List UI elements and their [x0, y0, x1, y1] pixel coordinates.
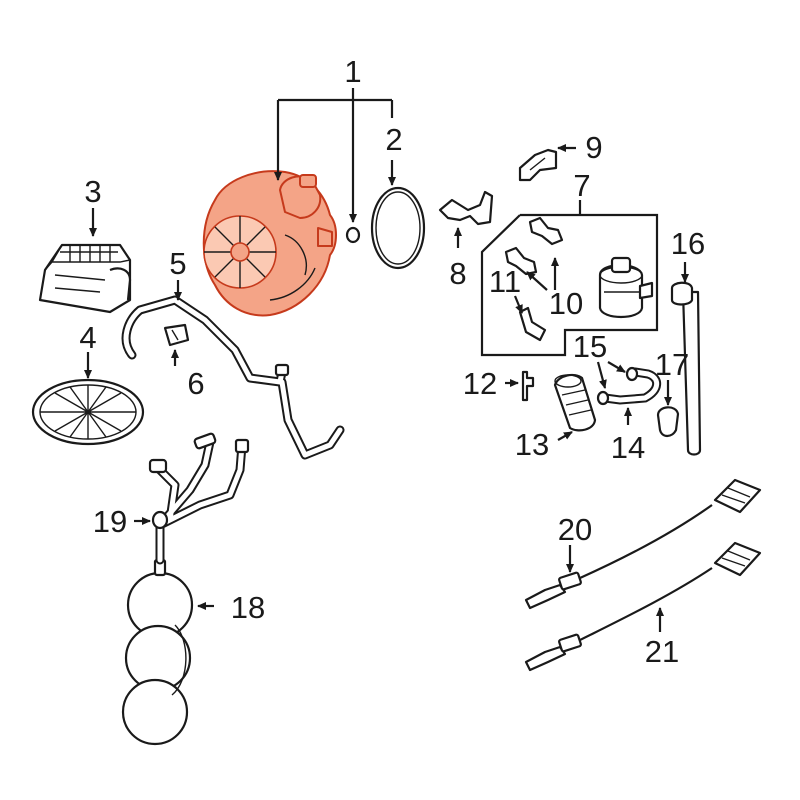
callout-1: 1: [344, 54, 361, 89]
callout-3: 3: [84, 174, 101, 209]
callout-13: 13: [515, 427, 549, 462]
leader-1: [274, 88, 394, 223]
callout-19: 19: [93, 504, 127, 539]
callout-8: 8: [449, 256, 466, 291]
bracket-8[interactable]: [438, 190, 494, 226]
vent-tube[interactable]: [670, 281, 702, 456]
o-ring[interactable]: [370, 186, 426, 270]
callout-6: 6: [187, 366, 204, 401]
vacuum-line[interactable]: [121, 295, 345, 460]
leader-13: [557, 431, 573, 441]
filter-13[interactable]: [553, 373, 597, 432]
solenoid-valve[interactable]: [598, 256, 654, 319]
callout-2: 2: [385, 122, 402, 157]
callout-12: 12: [463, 366, 497, 401]
callout-20: 20: [558, 512, 592, 547]
callout-9: 9: [585, 130, 602, 165]
leader-15a: [596, 361, 607, 389]
bracket-9[interactable]: [518, 148, 558, 182]
clip[interactable]: [163, 323, 190, 347]
callout-17: 17: [655, 347, 689, 382]
reservoir-hoses[interactable]: [148, 432, 250, 565]
vacuum-reservoir[interactable]: [121, 558, 194, 746]
callout-4: 4: [79, 320, 96, 355]
cover-box[interactable]: [38, 243, 132, 314]
valve-assembly-box[interactable]: [480, 213, 659, 357]
callout-5: 5: [169, 246, 186, 281]
oxygen-sensor-20[interactable]: [524, 478, 762, 610]
leader-11: [513, 295, 524, 314]
check-valve-10b[interactable]: [504, 246, 538, 276]
callout-16: 16: [671, 226, 705, 261]
check-valve-10a[interactable]: [528, 216, 564, 246]
callout-21: 21: [645, 634, 679, 669]
callout-7: 7: [573, 168, 590, 203]
leader-10b: [526, 271, 548, 291]
callout-14: 14: [611, 430, 645, 465]
hose-14[interactable]: [596, 367, 662, 406]
vacuum-pump[interactable]: [202, 170, 337, 317]
clamp-15[interactable]: [625, 366, 639, 382]
oxygen-sensor-21[interactable]: [524, 541, 762, 672]
filter-disc[interactable]: [31, 378, 145, 446]
small-seal[interactable]: [345, 226, 361, 244]
leader-15b: [607, 361, 626, 373]
callout-18: 18: [231, 590, 265, 625]
cap-17[interactable]: [656, 406, 680, 438]
callout-11: 11: [489, 264, 521, 299]
callout-15: 15: [573, 329, 607, 364]
t-connector[interactable]: [521, 370, 535, 402]
connector-11[interactable]: [518, 306, 547, 342]
callout-10: 10: [549, 286, 583, 321]
